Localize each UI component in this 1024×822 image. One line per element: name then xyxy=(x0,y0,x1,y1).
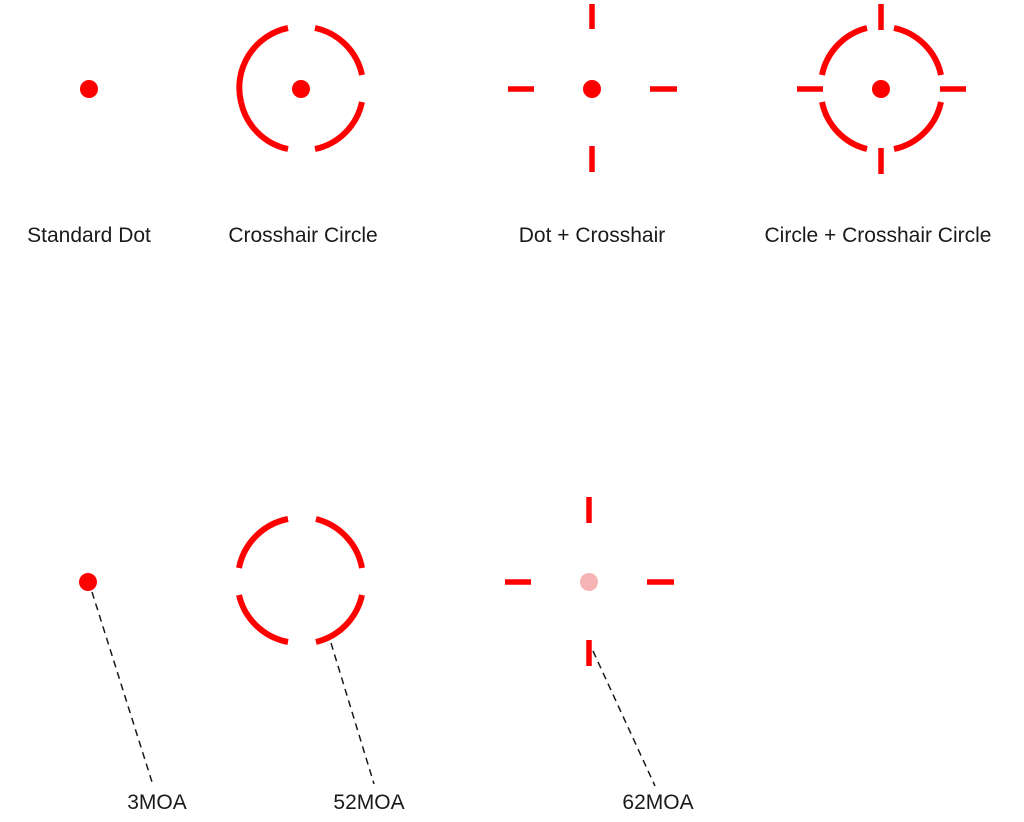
circle-arc-top-left xyxy=(236,25,289,103)
circle-arc-bottom-left xyxy=(819,101,868,152)
center-dot xyxy=(872,80,890,98)
circle-arc-bottom-right xyxy=(893,101,944,152)
label-52moa: 52MOA xyxy=(333,791,405,814)
circle-arc-top-right xyxy=(315,516,365,569)
circle-arc-top-right xyxy=(893,25,944,76)
circle-arc-top-left xyxy=(819,25,868,76)
circle-arc-bottom-left xyxy=(236,594,289,645)
circle-arc-top-left xyxy=(236,516,289,569)
circle-arc-bottom-left xyxy=(238,101,289,152)
center-dot xyxy=(79,573,97,591)
center-dot xyxy=(583,80,601,98)
leader-line xyxy=(592,650,656,787)
component-62moa-crosshair xyxy=(505,497,674,787)
circle-arc-top-right xyxy=(314,25,365,76)
caption-crosshair-circle: Crosshair Circle xyxy=(228,224,378,247)
reticle-crosshair-circle xyxy=(236,25,365,152)
leader-line xyxy=(330,642,375,785)
center-dot xyxy=(292,80,310,98)
component-3moa-dot xyxy=(79,573,153,783)
reticle-dot-crosshair xyxy=(508,4,677,172)
circle-arc-bottom-right xyxy=(314,101,365,152)
component-52moa-circle xyxy=(236,516,375,785)
center-dot-faded xyxy=(580,573,598,591)
leader-line xyxy=(91,591,153,783)
reticle-circle-crosshair-circle xyxy=(797,4,966,174)
label-62moa: 62MOA xyxy=(622,791,694,814)
center-dot xyxy=(80,80,98,98)
reticle-standard-dot xyxy=(80,80,98,98)
caption-circle-crosshair-circle: Circle + Crosshair Circle xyxy=(764,224,992,247)
circle-arc-bottom-right xyxy=(315,594,365,645)
caption-dot-crosshair: Dot + Crosshair xyxy=(518,224,666,247)
label-3moa: 3MOA xyxy=(127,791,187,814)
caption-standard-dot: Standard Dot xyxy=(27,224,151,247)
